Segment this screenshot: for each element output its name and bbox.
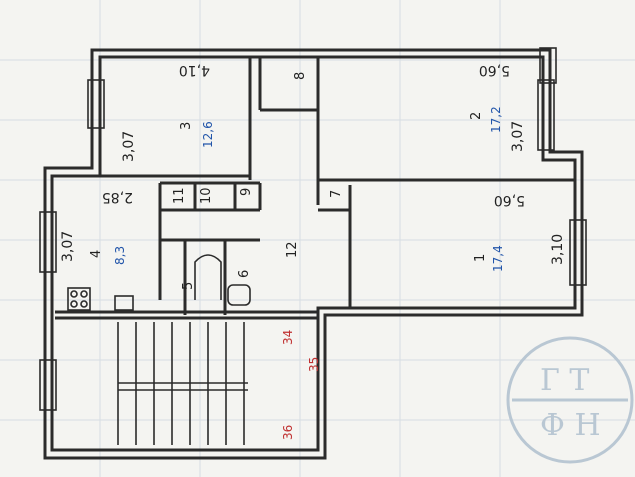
room-3-depth: 3,07	[121, 131, 137, 162]
room-2-number: 2	[469, 112, 484, 120]
inner-outline	[50, 55, 577, 452]
bathroom-label: 5	[181, 282, 196, 290]
stair-number-36: 36	[281, 425, 295, 440]
stair-number-35: 35	[307, 357, 321, 372]
room-3-label: 3	[179, 122, 194, 130]
stair-number-34: 34	[281, 330, 295, 345]
windows	[39, 47, 587, 411]
bathroom-fixtures	[67, 254, 251, 311]
room-4-width: 2,85	[102, 189, 133, 205]
room-2-width: 5,60	[479, 62, 510, 78]
room-1-width: 5,60	[494, 192, 525, 208]
closet-7-label: 7	[329, 190, 344, 198]
outer-wall	[43, 48, 584, 460]
svg-text:Г Т: Г Т	[540, 363, 589, 398]
closet-9-label: 9	[239, 188, 254, 196]
room-1-depth: 3,10	[550, 234, 566, 265]
watermark-stamp: Г Т Ф Н	[506, 336, 634, 464]
room-1-label: 1	[473, 254, 488, 262]
room-1-area: 17,4	[491, 245, 505, 272]
room-3-area: 12,6	[201, 121, 215, 148]
corridor-label: 12	[285, 241, 300, 258]
room-2-depth: 3,07	[510, 121, 526, 152]
toilet-label: 6	[237, 270, 252, 278]
closet-8-label: 8	[293, 72, 308, 80]
svg-text:Ф Н: Ф Н	[540, 408, 601, 443]
room-4-depth: 3,07	[60, 231, 76, 262]
room-3-width: 4,10	[179, 62, 210, 78]
staircase	[117, 322, 248, 445]
room-2-area: 17,2	[489, 106, 503, 133]
room-4-area: 8,3	[113, 246, 127, 265]
room-4-label: 4	[89, 250, 104, 258]
closet-11-label: 11	[172, 187, 187, 204]
partitions	[55, 57, 575, 320]
closet-10-label: 10	[199, 187, 214, 204]
